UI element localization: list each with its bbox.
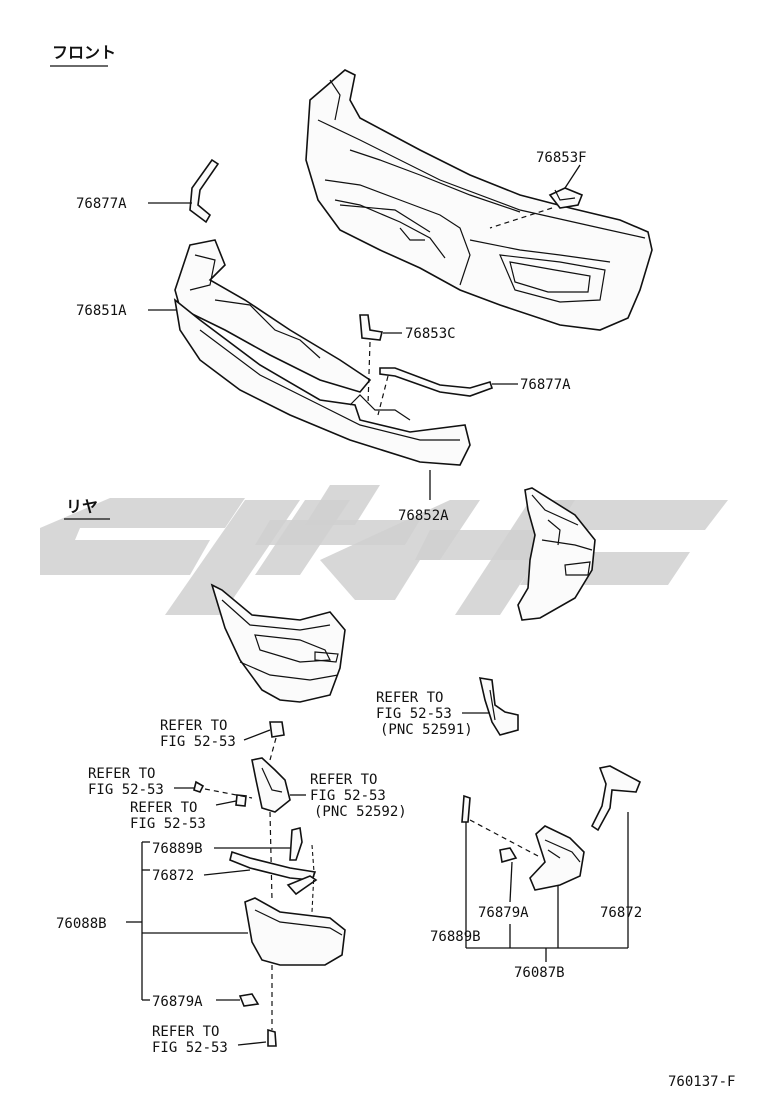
dash-76877A-mid xyxy=(377,375,389,416)
leader-76879A-right xyxy=(509,861,513,903)
rear-corner-left-drawing xyxy=(210,583,346,703)
dash-76087B xyxy=(469,819,539,857)
leader-76872-left xyxy=(203,869,251,876)
strap-76877A-mid-drawing xyxy=(379,367,494,397)
ref-d-line3: (PNC 52592) xyxy=(314,804,407,820)
label-76853F: 76853F xyxy=(536,150,587,166)
ref-e-line3: (PNC 52591) xyxy=(380,722,473,738)
label-76889B-left: 76889B xyxy=(152,841,203,857)
figure-id: 760137-F xyxy=(668,1074,735,1090)
label-76872-left: 76872 xyxy=(152,868,194,884)
dash-76853C xyxy=(367,341,371,406)
bracket-52591-drawing xyxy=(478,677,519,736)
retainer-76853C-drawing xyxy=(359,314,383,341)
ref-c-line1: REFER TO xyxy=(130,800,197,816)
bracket-76877A-top-drawing xyxy=(189,158,220,224)
dash-76853F xyxy=(489,207,553,229)
leader-ref-f xyxy=(237,1041,267,1046)
label-76853C: 76853C xyxy=(405,326,456,342)
label-76872-right: 76872 xyxy=(600,905,642,921)
ref-b-line1: REFER TO xyxy=(88,766,155,782)
rear-section-title: リヤ xyxy=(66,497,98,516)
dash-rear-c xyxy=(269,811,273,901)
absorber-76851A-drawing xyxy=(174,239,372,393)
front-bumper-cover-drawing xyxy=(305,69,653,331)
spoiler-76852A-drawing xyxy=(173,298,471,466)
ref-d-line2: FIG 52-53 xyxy=(310,788,386,804)
label-76088B: 76088B xyxy=(56,916,107,932)
ref-e-line2: FIG 52-53 xyxy=(376,706,452,722)
front-section-title: フロント xyxy=(52,43,116,62)
retainer-76853F-drawing xyxy=(548,187,584,209)
mudguard-76087B-drawing xyxy=(461,765,642,891)
label-76877A-mid: 76877A xyxy=(520,377,571,393)
label-76879A-right: 76879A xyxy=(478,905,529,921)
bracket-lines-76087B xyxy=(465,812,629,962)
leader-ref-c xyxy=(215,800,237,806)
label-76851A: 76851A xyxy=(76,303,127,319)
rear-corner-right-drawing xyxy=(517,487,596,621)
ref-c-line2: FIG 52-53 xyxy=(130,816,206,832)
bracket-lines-76088B xyxy=(126,841,248,1001)
ref-a-line1: REFER TO xyxy=(160,718,227,734)
label-76877A-top: 76877A xyxy=(76,196,127,212)
ref-d-line1: REFER TO xyxy=(310,772,377,788)
mudguard-76088B-drawing xyxy=(229,827,346,1007)
label-76852A: 76852A xyxy=(398,508,449,524)
dash-rear-a xyxy=(269,737,277,761)
ref-a-line2: FIG 52-53 xyxy=(160,734,236,750)
label-76087B: 76087B xyxy=(514,965,565,981)
label-76889B-right: 76889B xyxy=(430,929,481,945)
ref-f-line2: FIG 52-53 xyxy=(152,1040,228,1056)
leader-76853F xyxy=(564,164,581,189)
ref-e-line1: REFER TO xyxy=(376,690,443,706)
ref-f-line1: REFER TO xyxy=(152,1024,219,1040)
leader-ref-a xyxy=(243,729,271,741)
label-76879A-left: 76879A xyxy=(152,994,203,1010)
ref-b-line2: FIG 52-53 xyxy=(88,782,164,798)
dash-rear-b xyxy=(204,788,253,799)
watermark-logo xyxy=(40,485,728,615)
